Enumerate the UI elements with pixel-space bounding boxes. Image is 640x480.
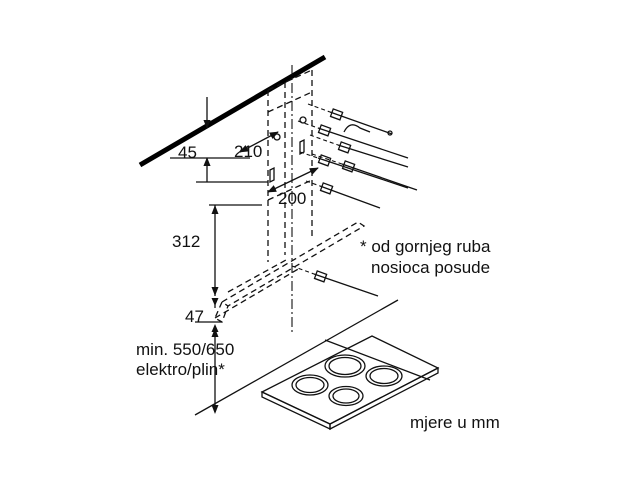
dimension-min-height <box>211 328 219 414</box>
cooktop <box>194 299 440 431</box>
dimension-200 <box>267 167 319 193</box>
dimension-312 <box>209 204 262 296</box>
note-line1: * od gornjeg ruba <box>360 237 491 256</box>
hood-canopy-outline <box>214 221 366 323</box>
dimension-45 <box>170 97 268 183</box>
units-label: mjere u mm <box>410 413 500 432</box>
chimney-outline <box>267 69 313 262</box>
dimension-label-min-line2: elektro/plin* <box>136 360 225 379</box>
dimension-label-45: 45 <box>178 143 197 162</box>
wall-screws <box>291 103 418 297</box>
dimension-label-210: 210 <box>234 142 262 161</box>
dimension-label-200: 200 <box>278 189 306 208</box>
dimension-210 <box>239 131 279 153</box>
mounting-brackets <box>269 116 307 184</box>
dimension-label-312: 312 <box>172 232 200 251</box>
ceiling-line <box>138 54 327 168</box>
dimension-label-47: 47 <box>185 307 204 326</box>
dimension-label-min-line1: min. 550/650 <box>136 340 234 359</box>
note-line2: nosioca posude <box>371 258 490 277</box>
